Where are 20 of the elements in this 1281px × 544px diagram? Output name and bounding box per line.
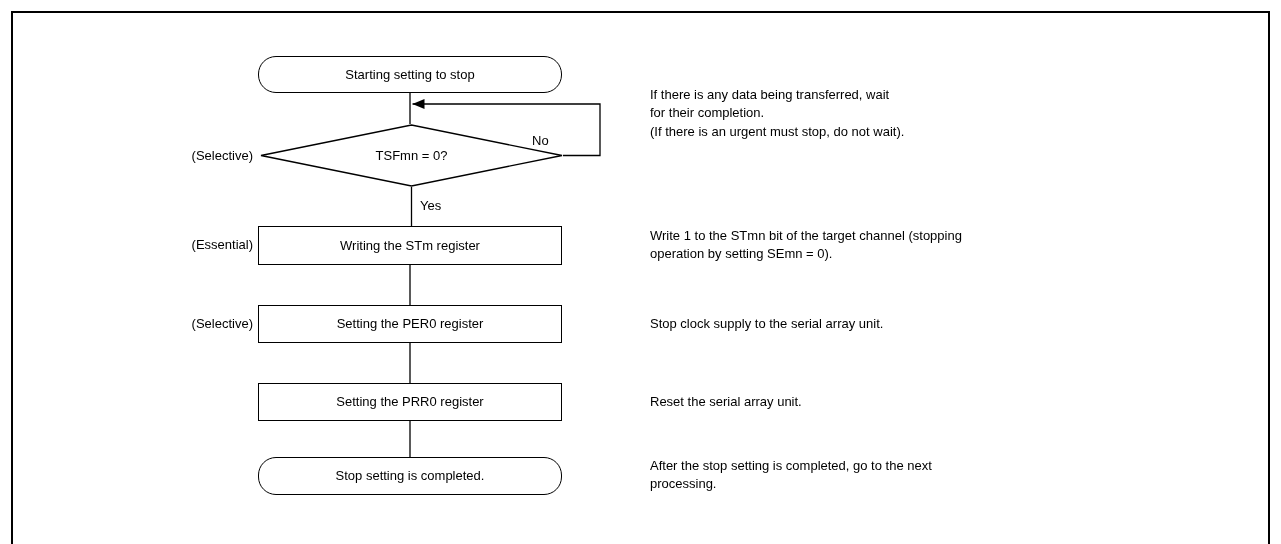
step-tag: (Selective) [60,315,253,333]
process-box: Setting the PRR0 register [258,383,562,421]
step-note: Stop clock supply to the serial array unit. [650,315,885,333]
terminal-shape: Stop setting is completed. [258,457,562,495]
terminal-shape: Starting setting to stop [258,56,562,93]
step-note: Reset the serial array unit. [650,393,803,411]
step-tag: (Selective) [60,147,253,165]
step-note: (If there is an urgent must stop, do not wait). [650,123,906,141]
connector-line [409,264,411,306]
step-note: If there is any data being transferred, wait for their completion. [650,86,891,122]
connector-line [410,186,413,227]
arrow [411,99,601,157]
step-note: After the stop setting is completed, go to the next processing. [650,457,933,493]
connector-line [409,420,411,458]
step-tag: (Essential) [60,236,253,254]
step-note: Write 1 to the STmn bit of the target channel (stopping operation by setting SEmn = 0). [650,227,963,263]
process-box: Writing the STm register [258,226,562,265]
process-box: Setting the PER0 register [258,305,562,343]
connector-line [409,92,411,125]
connector-line [409,342,411,384]
